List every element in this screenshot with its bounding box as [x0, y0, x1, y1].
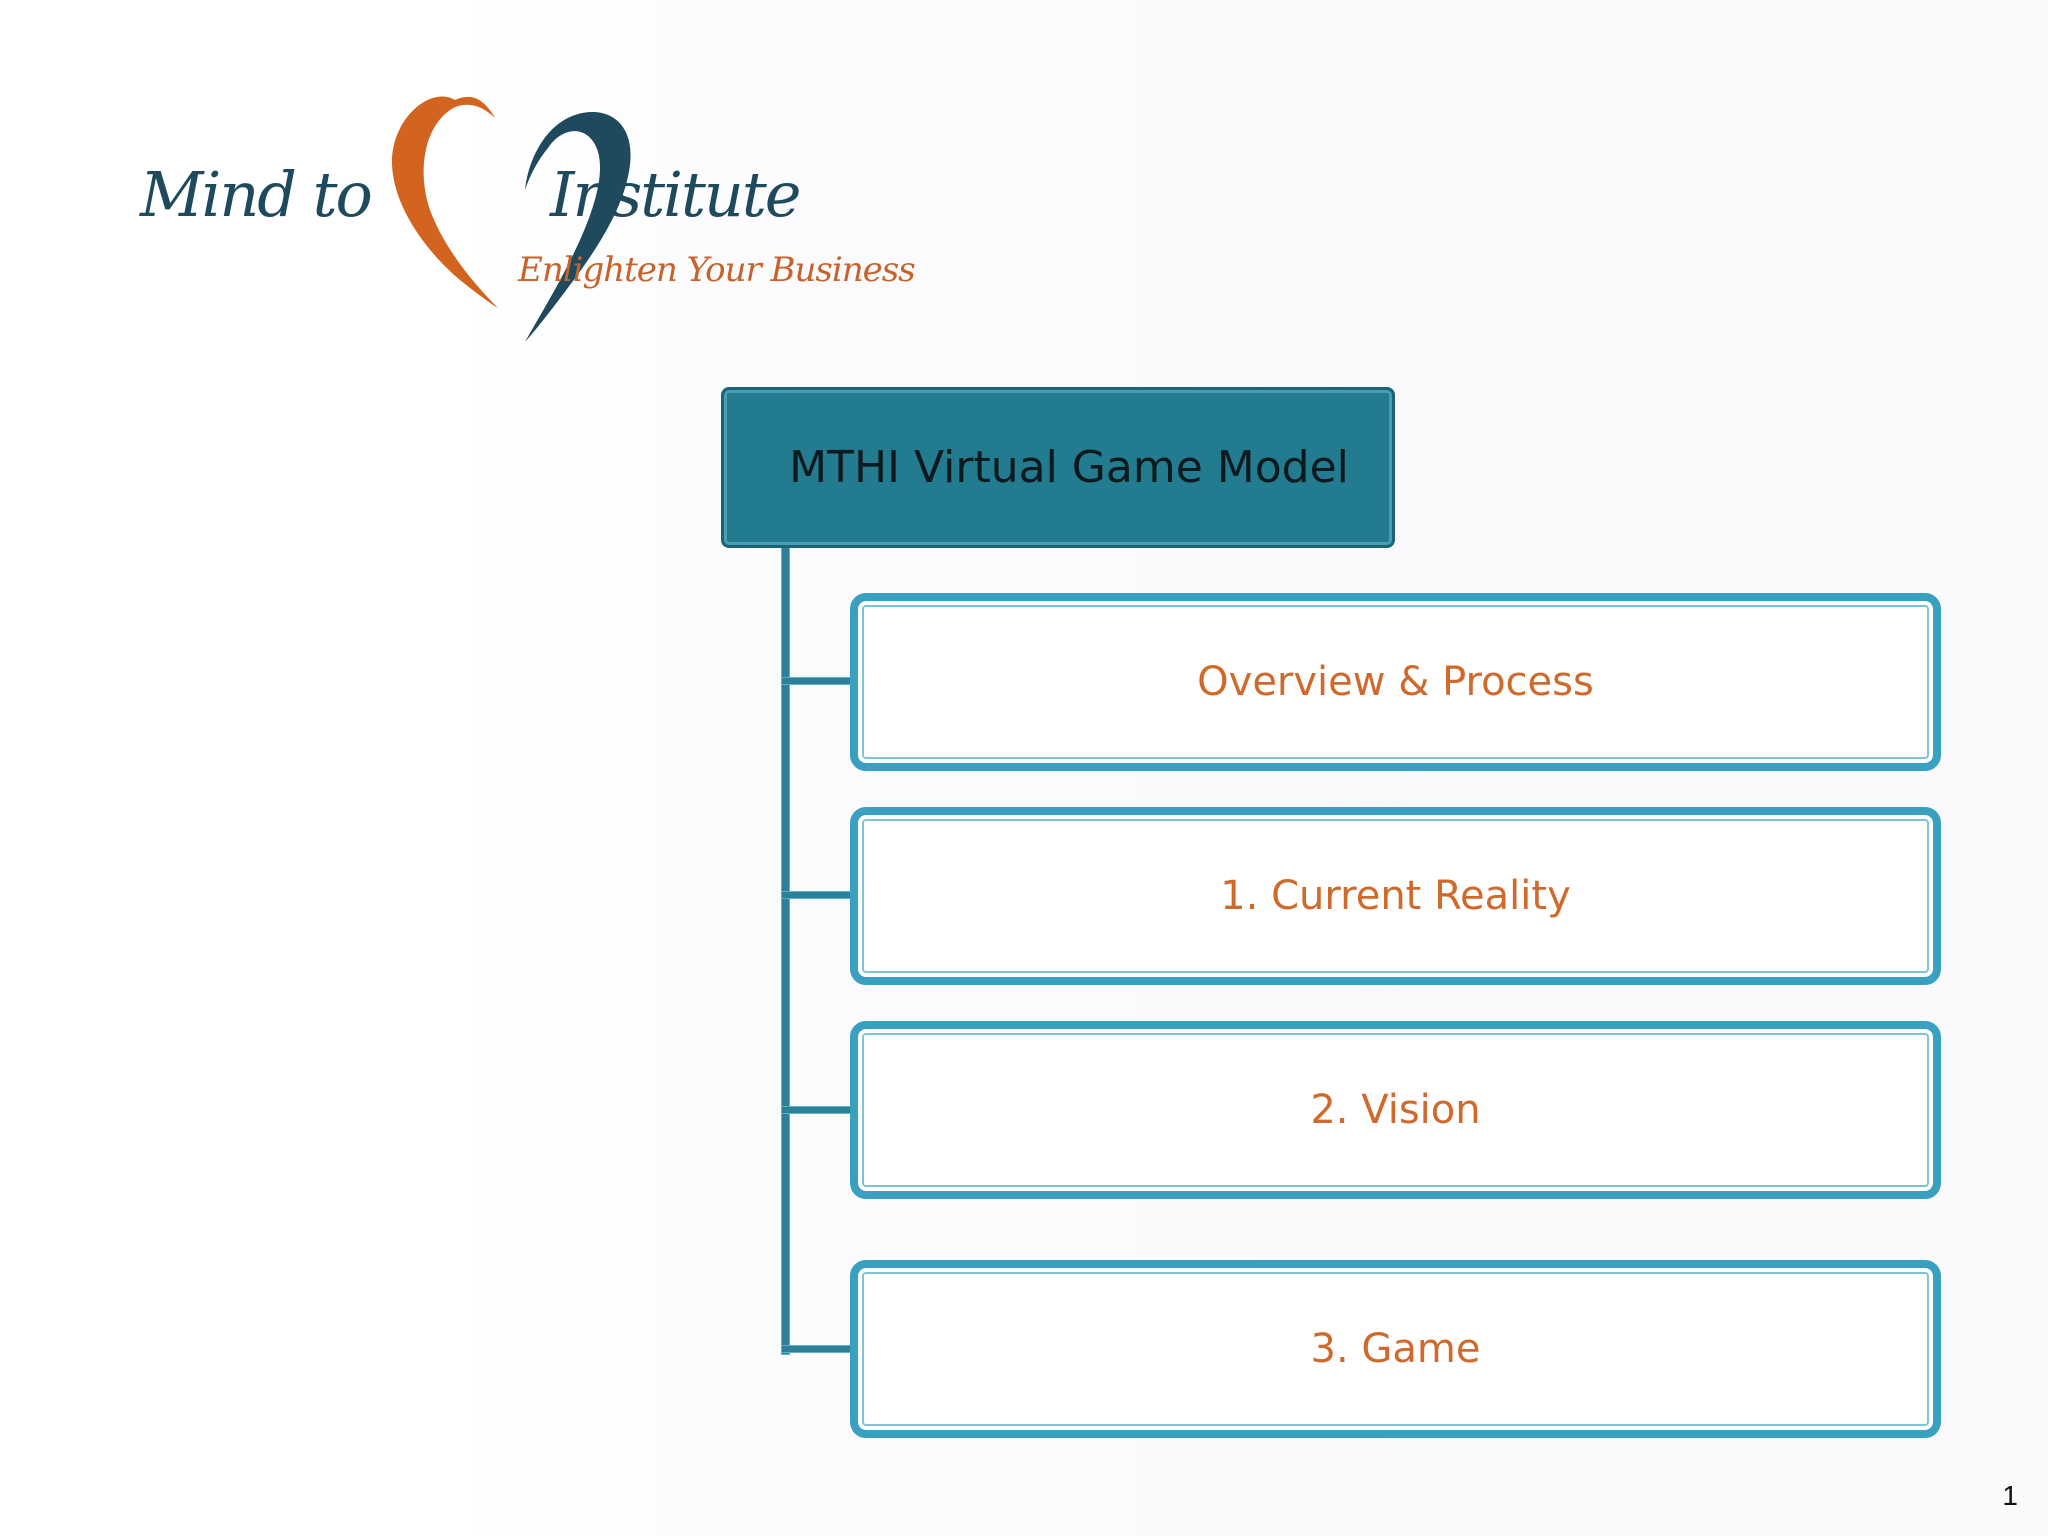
logo-word-left: Mind to — [140, 158, 373, 231]
logo-word-right: Institute — [550, 158, 801, 231]
diagram-child-node-current-reality: 1. Current Reality — [850, 807, 1941, 985]
connector-branch-3 — [782, 1107, 854, 1113]
diagram-root-node: MTHI Virtual Game Model — [721, 387, 1395, 548]
logo: Mind to Institute Enlighten Your Busines… — [130, 80, 916, 342]
diagram-child-node-vision: 2. Vision — [850, 1021, 1941, 1199]
connector-branch-4 — [782, 1346, 854, 1352]
root-node-label: MTHI Virtual Game Model — [789, 442, 1349, 493]
child-node-label: Overview & Process — [1197, 659, 1594, 705]
child-node-label: 2. Vision — [1310, 1087, 1481, 1133]
heart-icon — [391, 96, 631, 342]
child-node-label: 3. Game — [1310, 1326, 1481, 1372]
page-number: 1 — [2002, 1480, 2018, 1511]
connector-branch-2 — [782, 892, 854, 898]
diagram-child-node-game: 3. Game — [850, 1260, 1941, 1438]
logo-tagline: Enlighten Your Business — [518, 250, 916, 290]
connector-trunk — [782, 548, 789, 1354]
diagram-child-node-overview: Overview & Process — [850, 593, 1941, 771]
child-node-label: 1. Current Reality — [1220, 873, 1571, 919]
connector-branch-1 — [782, 678, 854, 684]
